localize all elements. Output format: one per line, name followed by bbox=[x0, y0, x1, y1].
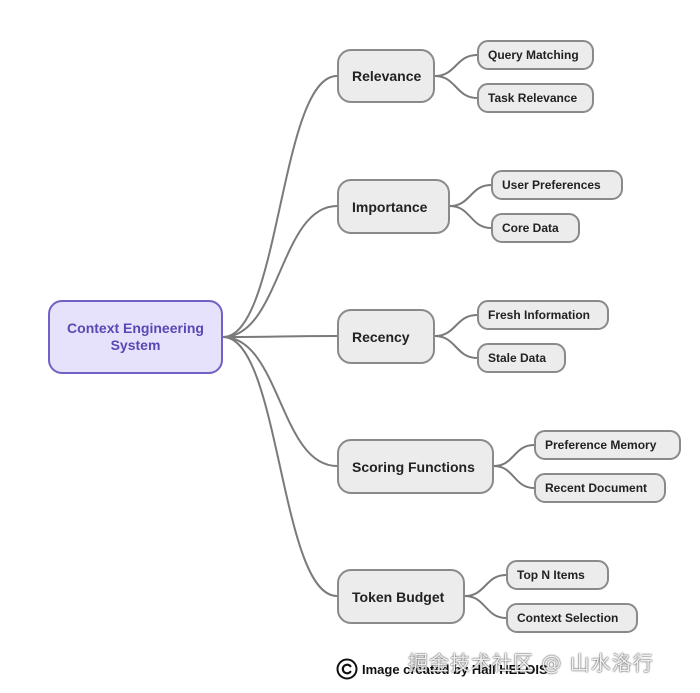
branch-relevance: Relevance bbox=[337, 49, 435, 103]
branch-to-leaf-connector bbox=[434, 335, 478, 359]
root-to-branch-connector bbox=[222, 336, 338, 597]
leaf-core-data: Core Data bbox=[491, 213, 580, 243]
leaf-recent-document: Recent Document bbox=[534, 473, 666, 503]
root-to-branch-connector bbox=[222, 205, 338, 338]
branch-label: Recency bbox=[352, 328, 410, 345]
branch-scoring-functions: Scoring Functions bbox=[337, 439, 494, 494]
leaf-label: Preference Memory bbox=[545, 438, 657, 452]
leaf-label: Recent Document bbox=[545, 481, 648, 495]
root-node: Context Engineering System bbox=[48, 300, 223, 374]
leaf-label: Fresh Information bbox=[488, 308, 591, 322]
leaf-fresh-information: Fresh Information bbox=[477, 300, 609, 330]
root-label-line1: Context Engineering bbox=[67, 320, 204, 336]
branch-to-leaf-connector bbox=[449, 205, 492, 229]
leaf-label: Core Data bbox=[502, 221, 559, 235]
leaf-task-relevance: Task Relevance bbox=[477, 83, 594, 113]
root-to-branch-connector bbox=[222, 336, 338, 467]
leaf-label: User Preferences bbox=[502, 178, 601, 192]
leaf-preference-memory: Preference Memory bbox=[534, 430, 681, 460]
branch-label: Scoring Functions bbox=[352, 458, 475, 475]
leaf-top-n-items: Top N Items bbox=[506, 560, 609, 590]
copyright-icon bbox=[336, 658, 358, 680]
branch-importance: Importance bbox=[337, 179, 450, 234]
branch-to-leaf-connector bbox=[434, 314, 478, 337]
leaf-label: Stale Data bbox=[488, 351, 547, 365]
branch-to-leaf-connector bbox=[493, 444, 535, 467]
credit-text: Image created by Hall HELOIS bbox=[362, 661, 548, 677]
branch-to-leaf-connector bbox=[464, 595, 507, 619]
leaf-query-matching: Query Matching bbox=[477, 40, 594, 70]
root-to-branch-connector bbox=[222, 75, 338, 338]
branch-token-budget: Token Budget bbox=[337, 569, 465, 624]
branch-recency: Recency bbox=[337, 309, 435, 364]
image-credit: Image created by Hall HELOIS bbox=[336, 656, 548, 682]
leaf-stale-data: Stale Data bbox=[477, 343, 566, 373]
branch-to-leaf-connector bbox=[434, 75, 478, 99]
branch-label: Importance bbox=[352, 198, 428, 215]
branch-label: Token Budget bbox=[352, 588, 445, 605]
root-to-branch-connector bbox=[222, 335, 338, 338]
root-label-line2: System bbox=[110, 337, 161, 353]
leaf-context-selection: Context Selection bbox=[506, 603, 638, 633]
leaf-label: Query Matching bbox=[488, 48, 579, 62]
branch-to-leaf-connector bbox=[493, 465, 535, 489]
watermark-text: 掘金技术社区 @ 山水洛行 bbox=[408, 651, 654, 675]
branch-to-leaf-connector bbox=[464, 574, 507, 597]
branch-label: Relevance bbox=[352, 68, 422, 84]
leaf-user-preferences: User Preferences bbox=[491, 170, 623, 200]
branch-to-leaf-connector bbox=[434, 54, 478, 77]
leaf-label: Context Selection bbox=[517, 611, 619, 625]
leaf-label: Task Relevance bbox=[488, 91, 578, 105]
branch-to-leaf-connector bbox=[449, 184, 492, 207]
leaf-label: Top N Items bbox=[517, 568, 585, 582]
